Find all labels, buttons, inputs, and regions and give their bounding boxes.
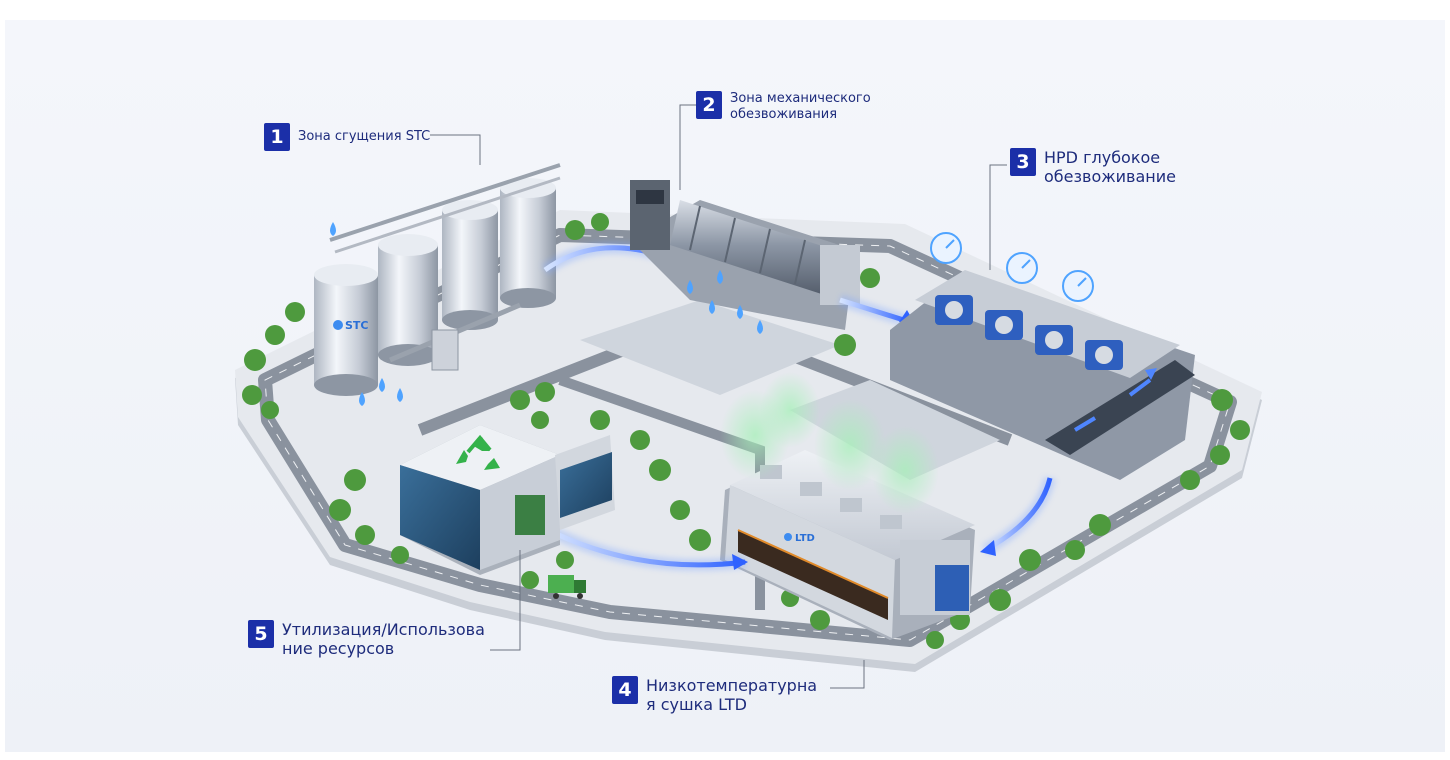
zone-label-4-line-1: Низкотемпературна: [646, 676, 818, 695]
zone-badge-4: 4: [612, 676, 638, 704]
mechanical-dewatering-unit: [630, 180, 860, 334]
zone-label-5-line-2: ние ресурсов: [282, 639, 395, 659]
zone-label-4: 4 Низкотемпературна я сушка LTD: [612, 676, 817, 714]
ltd-logo-text: LTD: [795, 533, 815, 544]
zone-label-3: 3 HPD глубокое обезвоживание: [1010, 148, 1176, 186]
ltd-dryer-unit: LTD: [720, 372, 975, 640]
zone-label-5-line-1: Утилизация/Использова: [282, 620, 485, 639]
zone-badge-3: 3: [1010, 148, 1036, 176]
zone-label-2-line-2: обезвоживания: [730, 106, 838, 122]
hpd-press-unit: [890, 232, 1195, 480]
zone-badge-1: 1: [264, 123, 290, 151]
zone-label-3-line-2: обезвоживание: [1044, 167, 1176, 187]
zone-label-3-text: HPD глубокое обезвоживание: [1044, 148, 1176, 186]
pressure-gauge-icon: [930, 232, 1094, 302]
zone-label-2-line-1: Зона механического: [730, 91, 871, 106]
water-drop-icon: [330, 222, 403, 406]
stc-logo-text: STC: [345, 319, 369, 332]
zone-label-3-line-1: HPD глубокое: [1044, 148, 1161, 167]
truck: [548, 575, 586, 599]
zone-label-4-text: Низкотемпературна я сушка LTD: [646, 676, 817, 714]
zone-label-2: 2 Зона механического обезвоживания: [696, 91, 871, 122]
vapor-plumes: [720, 372, 939, 514]
zone-badge-5: 5: [248, 620, 274, 648]
zone-label-5: 5 Утилизация/Использова ние ресурсов: [248, 620, 485, 658]
recycle-icon: [456, 434, 500, 470]
zone-label-5-text: Утилизация/Использова ние ресурсов: [282, 620, 485, 658]
zone-label-4-line-2: я сушка LTD: [646, 695, 747, 715]
leader-lines: [430, 104, 1007, 689]
zone-badge-2: 2: [696, 91, 722, 119]
zone-label-1: 1 Зона сгущения STC: [264, 123, 430, 151]
stc-thickening-tanks: STC: [314, 163, 561, 406]
zone-label-2-text: Зона механического обезвоживания: [730, 91, 871, 122]
trees: [242, 213, 1250, 649]
zone-label-1-text: Зона сгущения STC: [298, 129, 431, 144]
resource-utilization-building: [400, 425, 615, 599]
flow-arrow-icon: [980, 476, 1056, 556]
